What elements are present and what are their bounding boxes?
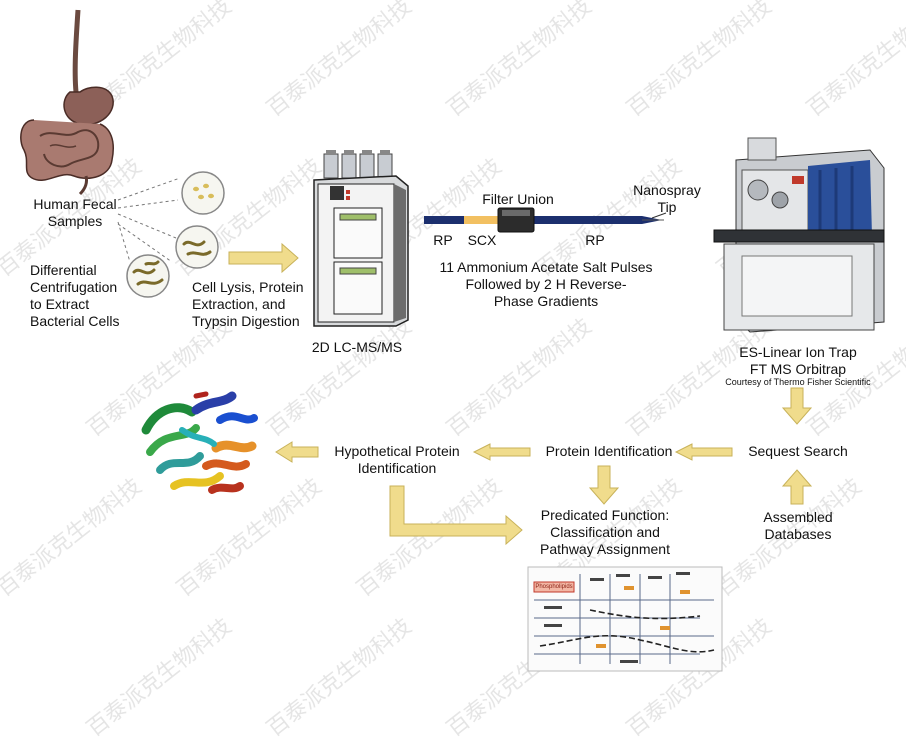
pathway-box-label: Phospholipids [535, 584, 573, 590]
bacteria-circle-2 [175, 225, 219, 269]
lc-ms-instrument-icon [313, 150, 409, 327]
arrow-elbow-to-function [389, 485, 523, 546]
arrow-down-to-sequest [781, 387, 813, 425]
lc-column-icon [424, 207, 667, 233]
bacteria-circle-3 [126, 254, 170, 298]
diagram-graphics [20, 9, 885, 672]
label-2d-lc-ms-ms: 2D LC-MS/MS [311, 339, 403, 355]
bacteria-circle-1 [181, 171, 225, 215]
arrow-to-protein-structure [275, 441, 319, 463]
label-nanospray-tip: Nanospray Tip [633, 182, 701, 215]
dashed-magnify-lines [117, 177, 181, 263]
label-hypothetical-protein: Hypothetical Protein Identification [334, 443, 460, 476]
label-scx: SCX [467, 232, 497, 248]
arrow-to-lcms [228, 242, 299, 274]
label-assembled-databases: Assembled Databases [763, 509, 833, 542]
pathway-map-icon [527, 566, 723, 672]
label-differential-centrifugation: Differential Centrifugation to Extract B… [30, 262, 120, 329]
label-human-fecal-samples: Human Fecal Samples [33, 196, 117, 229]
label-protein-identification: Protein Identification [545, 443, 673, 459]
arrow-up-from-databases [781, 469, 813, 505]
label-rp-right: RP [585, 232, 605, 248]
label-es-linear-ion-trap: ES-Linear Ion Trap FT MS Orbitrap [739, 344, 857, 377]
arrow-to-hypothetical [472, 443, 531, 461]
label-rp-left: RP [433, 232, 453, 248]
arrows [228, 242, 813, 546]
arrow-to-protein-id [674, 443, 733, 461]
label-cell-lysis: Cell Lysis, Protein Extraction, and Tryp… [192, 279, 304, 329]
digestive-tract-icon [20, 9, 114, 196]
label-sequest-search: Sequest Search [748, 443, 848, 459]
arrow-down-to-function [588, 465, 620, 505]
orbitrap-instrument-icon [713, 137, 885, 333]
label-filter-union: Filter Union [482, 191, 554, 207]
label-predicated-function: Predicated Function: Classification and … [540, 507, 670, 557]
protein-structure-icon [141, 391, 258, 494]
label-salt-pulses: 11 Ammonium Acetate Salt Pulses Followed… [439, 259, 653, 309]
label-courtesy: Courtesy of Thermo Fisher Scientific [725, 377, 871, 387]
